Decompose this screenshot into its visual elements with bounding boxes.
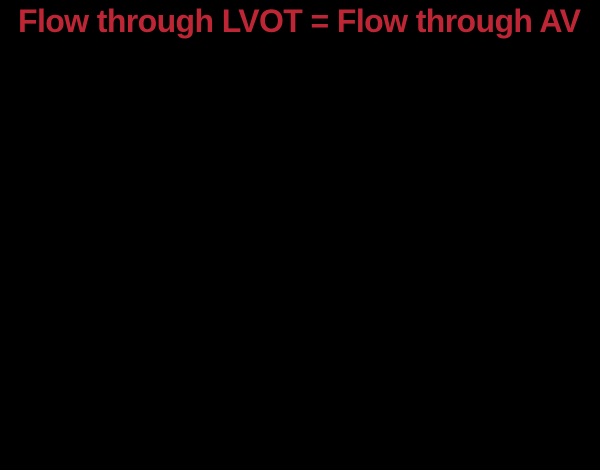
slide-title: Flow through LVOT = Flow through AV [18, 3, 581, 39]
